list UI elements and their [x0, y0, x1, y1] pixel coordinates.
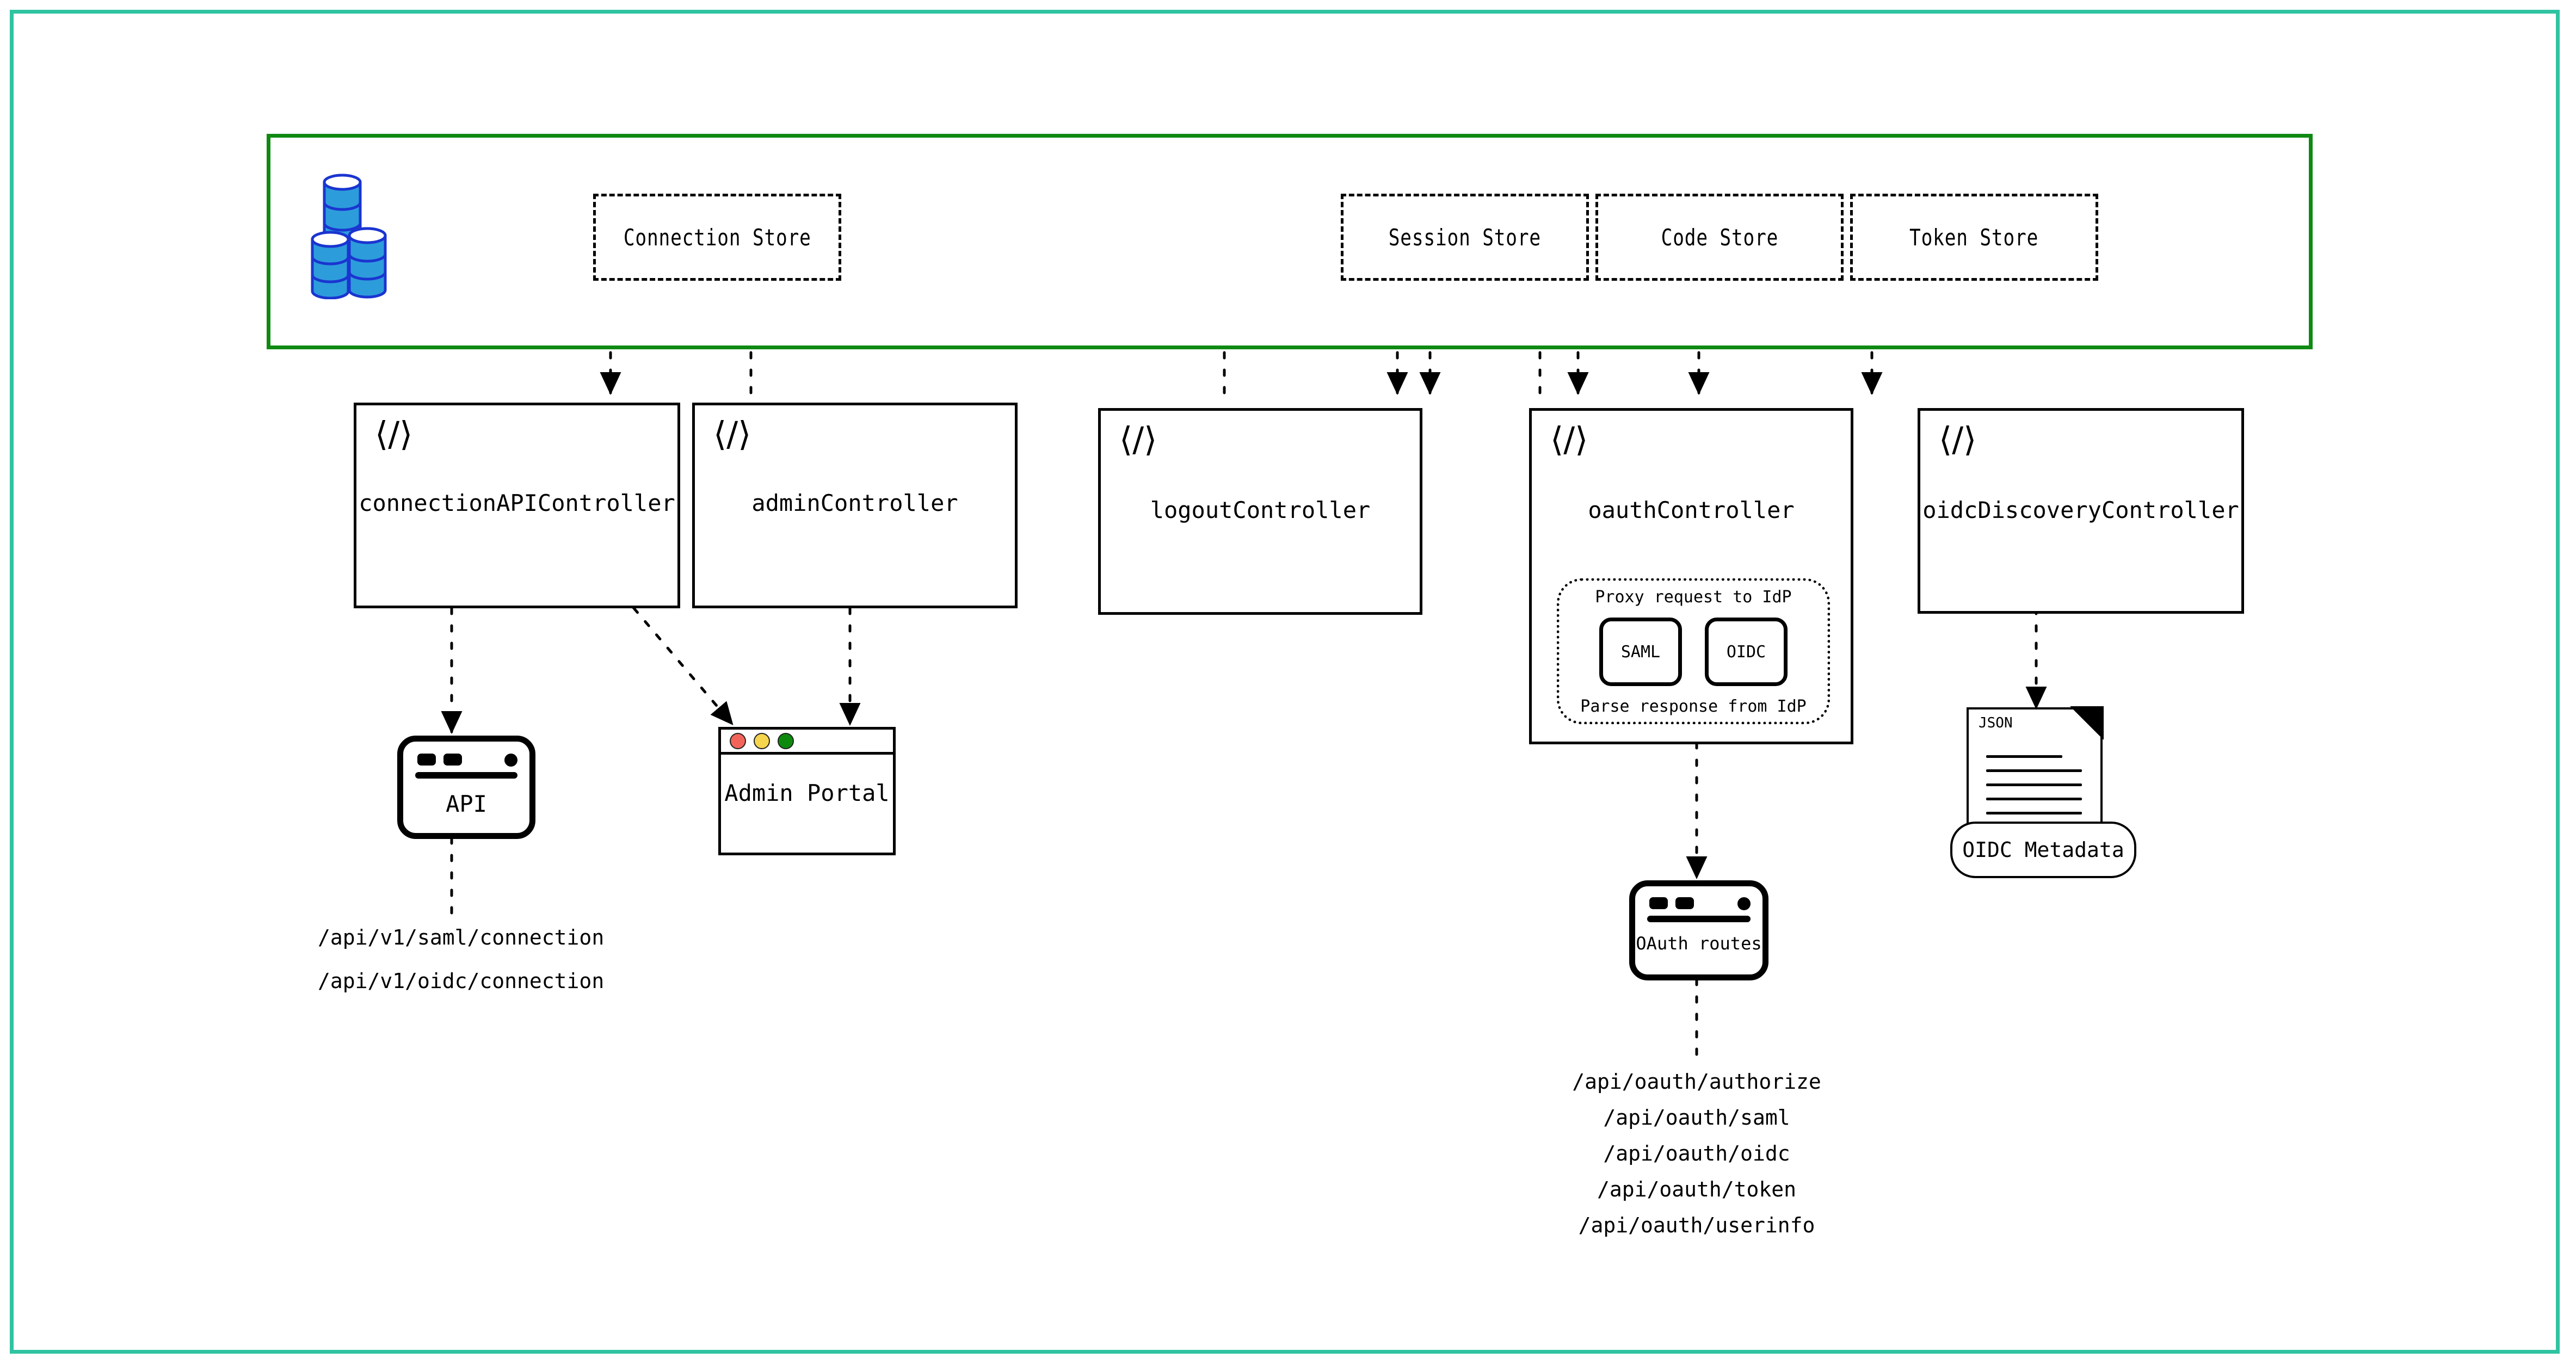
protocol-badges: SAML OIDC — [1599, 618, 1788, 686]
doc-line — [1986, 769, 2082, 772]
controller-label: oidcDiscoveryController — [1922, 497, 2239, 523]
protocol-badge-oidc-label: OIDC — [1726, 642, 1766, 662]
controller-oauth[interactable]: ⟨/⟩ oauthController Proxy request to IdP… — [1529, 408, 1853, 744]
database-stack-icon — [308, 163, 439, 300]
window-dot-3 — [504, 754, 517, 767]
api-label: API — [446, 791, 487, 817]
controller-label: oauthController — [1588, 497, 1795, 523]
proxy-request-label: Proxy request to IdP — [1595, 588, 1792, 607]
store-label-connection: Connection Store — [623, 224, 811, 251]
controller-oidc-discovery[interactable]: ⟨/⟩ oidcDiscoveryController — [1918, 408, 2244, 614]
admin-portal-label: Admin Portal — [724, 780, 890, 806]
code-icon: ⟨/⟩ — [1550, 419, 1588, 459]
proxy-idp-group: Proxy request to IdP SAML OIDC Parse res… — [1557, 578, 1830, 724]
controller-label: logoutController — [1150, 497, 1371, 523]
store-box-connection[interactable]: Connection Store — [593, 194, 841, 281]
endpoint-list-oauth: /api/oauth/authorize /api/oauth/saml /ap… — [1501, 1064, 1893, 1243]
endpoint-item: /api/v1/saml/connection — [318, 925, 605, 949]
doc-line — [1986, 783, 2082, 786]
endpoint-item: /api/v1/oidc/connection — [318, 969, 605, 993]
code-icon: ⟨/⟩ — [375, 414, 413, 454]
window-title-bar — [1647, 916, 1751, 922]
endpoint-item: /api/oauth/authorize — [1572, 1070, 1821, 1094]
doc-line — [1986, 798, 2082, 800]
browser-title-bar — [721, 730, 893, 755]
controller-connection-api[interactable]: ⟨/⟩ connectionAPIController — [354, 403, 680, 608]
store-box-token[interactable]: Token Store — [1850, 194, 2098, 281]
endpoint-list-connection: /api/v1/saml/connection /api/v1/oidc/con… — [318, 919, 604, 999]
endpoint-item: /api/oauth/oidc — [1603, 1141, 1790, 1165]
traffic-light-green — [778, 732, 794, 749]
window-dot-2 — [1675, 897, 1694, 909]
protocol-badge-saml-label: SAML — [1620, 642, 1661, 662]
protocol-badge-saml[interactable]: SAML — [1599, 618, 1682, 686]
protocol-badge-oidc[interactable]: OIDC — [1705, 618, 1788, 686]
store-label-code: Code Store — [1661, 224, 1778, 251]
window-dot-1 — [1649, 897, 1668, 909]
json-doc-label: JSON — [1979, 715, 2013, 731]
controller-label: adminController — [751, 490, 958, 516]
store-label-token: Token Store — [1909, 224, 2039, 251]
api-window-icon[interactable]: API — [397, 736, 535, 839]
window-dot-1 — [417, 754, 436, 766]
window-title-bar — [415, 772, 517, 779]
outer-frame — [10, 10, 2560, 1354]
store-box-code[interactable]: Code Store — [1595, 194, 1844, 281]
doc-line — [1986, 812, 2082, 814]
controller-admin[interactable]: ⟨/⟩ adminController — [692, 403, 1018, 608]
code-icon: ⟨/⟩ — [713, 414, 751, 454]
oidc-metadata-label: OIDC Metadata — [1962, 838, 2124, 862]
traffic-light-yellow — [754, 732, 770, 749]
oauth-routes-label: OAuth routes — [1636, 933, 1762, 954]
oidc-metadata-pill[interactable]: OIDC Metadata — [1950, 822, 2136, 878]
endpoint-item: /api/oauth/userinfo — [1578, 1213, 1815, 1237]
api-window-icon-oauth-routes[interactable]: OAuth routes — [1629, 880, 1768, 980]
endpoint-item: /api/oauth/saml — [1603, 1106, 1790, 1130]
browser-window-icon-admin-portal[interactable]: Admin Portal — [718, 727, 896, 855]
endpoint-item: /api/oauth/token — [1597, 1177, 1797, 1201]
store-box-session[interactable]: Session Store — [1341, 194, 1589, 281]
code-icon: ⟨/⟩ — [1119, 419, 1157, 459]
controller-logout[interactable]: ⟨/⟩ logoutController — [1098, 408, 1422, 615]
window-dot-3 — [1737, 897, 1751, 910]
controller-label: connectionAPIController — [359, 490, 675, 516]
window-dot-2 — [443, 754, 462, 766]
parse-response-label: Parse response from IdP — [1580, 697, 1807, 716]
doc-line — [1986, 755, 2062, 758]
code-icon: ⟨/⟩ — [1939, 419, 1977, 459]
traffic-light-red — [730, 732, 746, 749]
store-label-session: Session Store — [1388, 224, 1542, 251]
